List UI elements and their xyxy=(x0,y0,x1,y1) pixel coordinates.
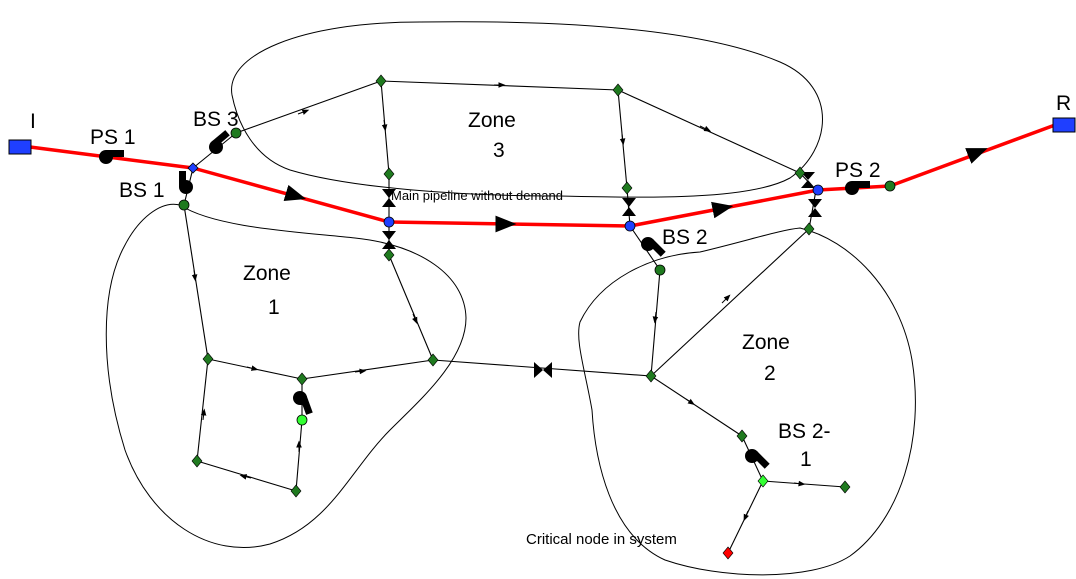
distribution-pipes xyxy=(183,80,846,554)
main-node xyxy=(624,220,636,232)
valve-icon xyxy=(801,172,815,188)
junction-node xyxy=(296,372,308,386)
circle-nodes xyxy=(178,127,896,426)
junctions xyxy=(191,74,851,498)
label-main-pipeline: Main pipeline without demand xyxy=(391,188,563,203)
junction-circle-node xyxy=(296,414,308,426)
pumps xyxy=(99,130,870,469)
flow-arrows xyxy=(191,82,806,522)
tanks xyxy=(8,117,1076,155)
label-zone1-line2: 1 xyxy=(268,296,280,319)
main-node xyxy=(812,184,824,196)
main-pipeline-arrows xyxy=(283,148,988,233)
label-zone3-line1: Zone xyxy=(468,109,516,132)
main-nodes xyxy=(187,162,824,232)
junction-node xyxy=(803,222,815,236)
junction-node-light xyxy=(757,474,769,488)
label-zone1-line1: Zone xyxy=(243,262,291,285)
valves xyxy=(382,172,822,378)
label-critical-node: Critical node in system xyxy=(526,531,677,548)
junction-node xyxy=(736,429,748,443)
junction-node xyxy=(202,352,214,366)
junction-circle-node xyxy=(178,199,190,211)
zone-1-outline xyxy=(105,203,467,548)
zone-2-outline xyxy=(578,227,916,576)
label-zone2-line2: 2 xyxy=(764,362,776,385)
pump-icon xyxy=(293,391,313,415)
main-node xyxy=(187,162,199,174)
valve-icon xyxy=(622,198,636,216)
pump-icon xyxy=(745,449,770,469)
label-bs1: BS 1 xyxy=(119,179,165,202)
label-zone2-line1: Zone xyxy=(742,331,790,354)
main-node xyxy=(383,216,395,228)
junction-node xyxy=(645,369,657,383)
pump-icon xyxy=(209,130,230,154)
junction-node xyxy=(794,166,806,180)
label-bs3: BS 3 xyxy=(193,108,239,131)
pump-icon xyxy=(179,171,193,194)
label-inlet: I xyxy=(30,110,36,133)
label-ps2: PS 2 xyxy=(835,159,881,182)
junction-node xyxy=(427,353,439,367)
pump-icon xyxy=(99,150,124,164)
valve-icon xyxy=(382,189,396,207)
label-bs21-line1: BS 2- xyxy=(778,420,831,443)
junction-node xyxy=(612,83,624,97)
junction-node xyxy=(621,181,633,195)
inlet-tank-icon xyxy=(8,139,32,155)
label-reservoir: R xyxy=(1056,92,1071,115)
valve-icon xyxy=(808,199,822,217)
zone-3-outline xyxy=(231,21,823,198)
valve-icon xyxy=(534,362,552,378)
junction-circle-node xyxy=(884,180,896,192)
junction-node xyxy=(191,454,203,468)
junction-node xyxy=(383,248,395,262)
junction-node xyxy=(383,167,395,181)
pump-icon xyxy=(845,181,870,195)
critical-node xyxy=(722,546,734,560)
pump-icon xyxy=(641,237,666,257)
label-zone3-line2: 3 xyxy=(493,139,505,162)
valve-icon xyxy=(382,231,396,249)
junction-circle-node xyxy=(654,264,666,276)
junction-node xyxy=(839,480,851,494)
label-ps1: PS 1 xyxy=(90,126,136,149)
junction-node xyxy=(375,74,387,88)
junction-circle-node xyxy=(230,127,242,139)
label-bs21-line2: 1 xyxy=(800,448,812,471)
junction-node xyxy=(290,484,302,498)
reservoir-tank-icon xyxy=(1052,117,1076,133)
label-bs2: BS 2 xyxy=(662,226,708,249)
